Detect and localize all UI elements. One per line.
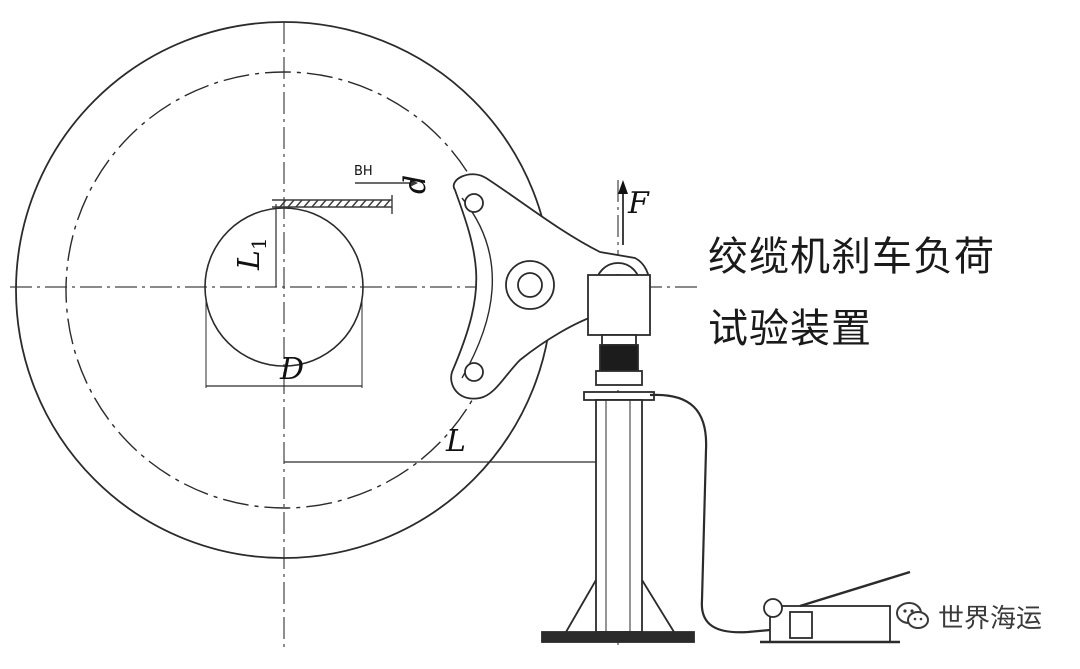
label-d-text: d (398, 174, 433, 194)
label-L: L (446, 424, 466, 459)
jack-cylinder-black (599, 344, 639, 372)
drum-hub (204, 207, 364, 367)
jack-head (587, 274, 651, 336)
pillar-foot-left (565, 579, 597, 633)
pump-handle (799, 570, 911, 608)
label-small-mark-text: BH (354, 164, 373, 179)
watermark-text: 世界海运 (938, 603, 1043, 634)
diagram-title-line-2: 试验装置 (708, 306, 872, 352)
hydraulic-hose (649, 393, 771, 634)
pillar-base (541, 631, 695, 643)
pivot-inner (517, 272, 543, 298)
label-F-text: F (628, 186, 649, 221)
wechat-icon (896, 602, 929, 629)
rope-hatch (279, 199, 391, 208)
mark-arrowhead (410, 179, 418, 187)
lower-pin (464, 362, 484, 382)
label-F: F (628, 186, 649, 221)
label-L-text: L (446, 424, 466, 459)
diagram-title-line-1: 绞缆机刹车负荷 (708, 234, 995, 280)
pressure-gauge (763, 598, 783, 618)
label-L1-main: L (232, 250, 267, 270)
label-small-mark: BH (354, 164, 373, 179)
label-D: D (280, 352, 304, 387)
jack-ram (601, 334, 637, 346)
pillar-body (595, 399, 643, 633)
label-L1-sub: 1 (247, 237, 271, 251)
rope (272, 179, 418, 214)
watermark: 世界海运 (896, 596, 1042, 636)
jack-collar (595, 370, 643, 386)
force-arrow (618, 180, 628, 245)
pump-valve (789, 611, 813, 639)
label-d: d (398, 175, 433, 194)
pillar-foot-right (641, 579, 675, 633)
pump-body (769, 605, 891, 643)
jack-stand (541, 274, 911, 644)
upper-pin (464, 193, 484, 213)
jack-top-plate (583, 391, 655, 401)
label-D-text: D (280, 352, 305, 387)
brake-band-inner (461, 197, 494, 379)
label-L1-wrap: L1 (232, 237, 282, 270)
